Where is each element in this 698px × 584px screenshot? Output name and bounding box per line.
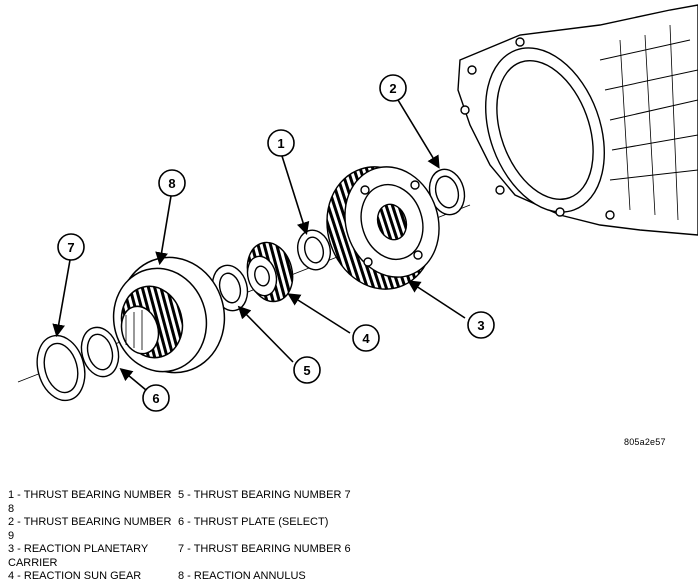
legend-row: CARRIER	[8, 557, 378, 571]
callout-circle-2	[379, 74, 407, 102]
callout-circle-5	[293, 356, 321, 384]
thrust-plate-select	[80, 326, 120, 378]
reaction-annulus	[112, 256, 226, 374]
callout-number-4: 4	[362, 331, 370, 346]
callout-number-6: 6	[152, 391, 159, 406]
legend-item-5: 5 - THRUST BEARING NUMBER 7	[178, 489, 351, 501]
figure-code: 805a2e57	[624, 437, 666, 447]
callout-number-2: 2	[389, 81, 396, 96]
legend-item-3: 3 - REACTION PLANETARY	[8, 543, 149, 555]
transmission-case	[457, 4, 698, 236]
legend-item-6: 6 - THRUST PLATE (SELECT)	[178, 516, 329, 528]
leader-line-3	[407, 280, 466, 319]
leader-line-8	[155, 195, 172, 266]
legend-item-2: 2 - THRUST BEARING NUMBER 9	[8, 516, 172, 542]
reaction-sun-gear	[246, 241, 294, 303]
thrust-bearing-9	[428, 168, 466, 216]
leader-line-7	[52, 259, 71, 338]
legend: 1 - THRUST BEARING NUMBER 8 5 - THRUST B…	[8, 489, 378, 584]
callout-circle-4	[352, 324, 380, 352]
callout-number-5: 5	[303, 363, 310, 378]
legend-row: 3 - REACTION PLANETARY 7 - THRUST BEARIN…	[8, 543, 378, 557]
callout-number-8: 8	[168, 176, 175, 191]
legend-row: 4 - REACTION SUN GEAR 8 - REACTION ANNUL…	[8, 570, 378, 584]
leader-line-5	[237, 305, 294, 363]
legend-empty	[178, 557, 378, 571]
callout-number-3: 3	[477, 318, 484, 333]
legend-row: 2 - THRUST BEARING NUMBER 9 6 - THRUST P…	[8, 516, 378, 543]
leader-line-1	[281, 155, 310, 236]
callout-circle-8	[158, 169, 186, 197]
leader-line-4	[287, 293, 351, 334]
callout-circle-6	[142, 384, 170, 412]
thrust-bearing-8	[297, 229, 331, 271]
callout-circle-7	[57, 233, 85, 261]
callout-circle-1	[267, 129, 295, 157]
legend-item-1: 1 - THRUST BEARING NUMBER 8	[8, 489, 172, 515]
legend-row: 1 - THRUST BEARING NUMBER 8 5 - THRUST B…	[8, 489, 378, 516]
legend-item-3-cont: CARRIER	[8, 556, 58, 569]
callout-number-7: 7	[67, 240, 74, 255]
leader-line-2	[397, 99, 440, 169]
reaction-planetary-carrier	[326, 166, 440, 290]
thrust-bearing-6	[36, 334, 86, 402]
leader-line-6	[119, 367, 147, 391]
callout-number-1: 1	[277, 136, 284, 151]
legend-item-8: 8 - REACTION ANNULUS	[178, 570, 306, 582]
legend-item-7: 7 - THRUST BEARING NUMBER 6	[178, 543, 351, 555]
exploded-view-diagram: 1 2 3 4 5 6 7 8	[17, 4, 698, 412]
legend-item-4: 4 - REACTION SUN GEAR	[8, 570, 142, 582]
callout-circle-3	[467, 311, 495, 339]
